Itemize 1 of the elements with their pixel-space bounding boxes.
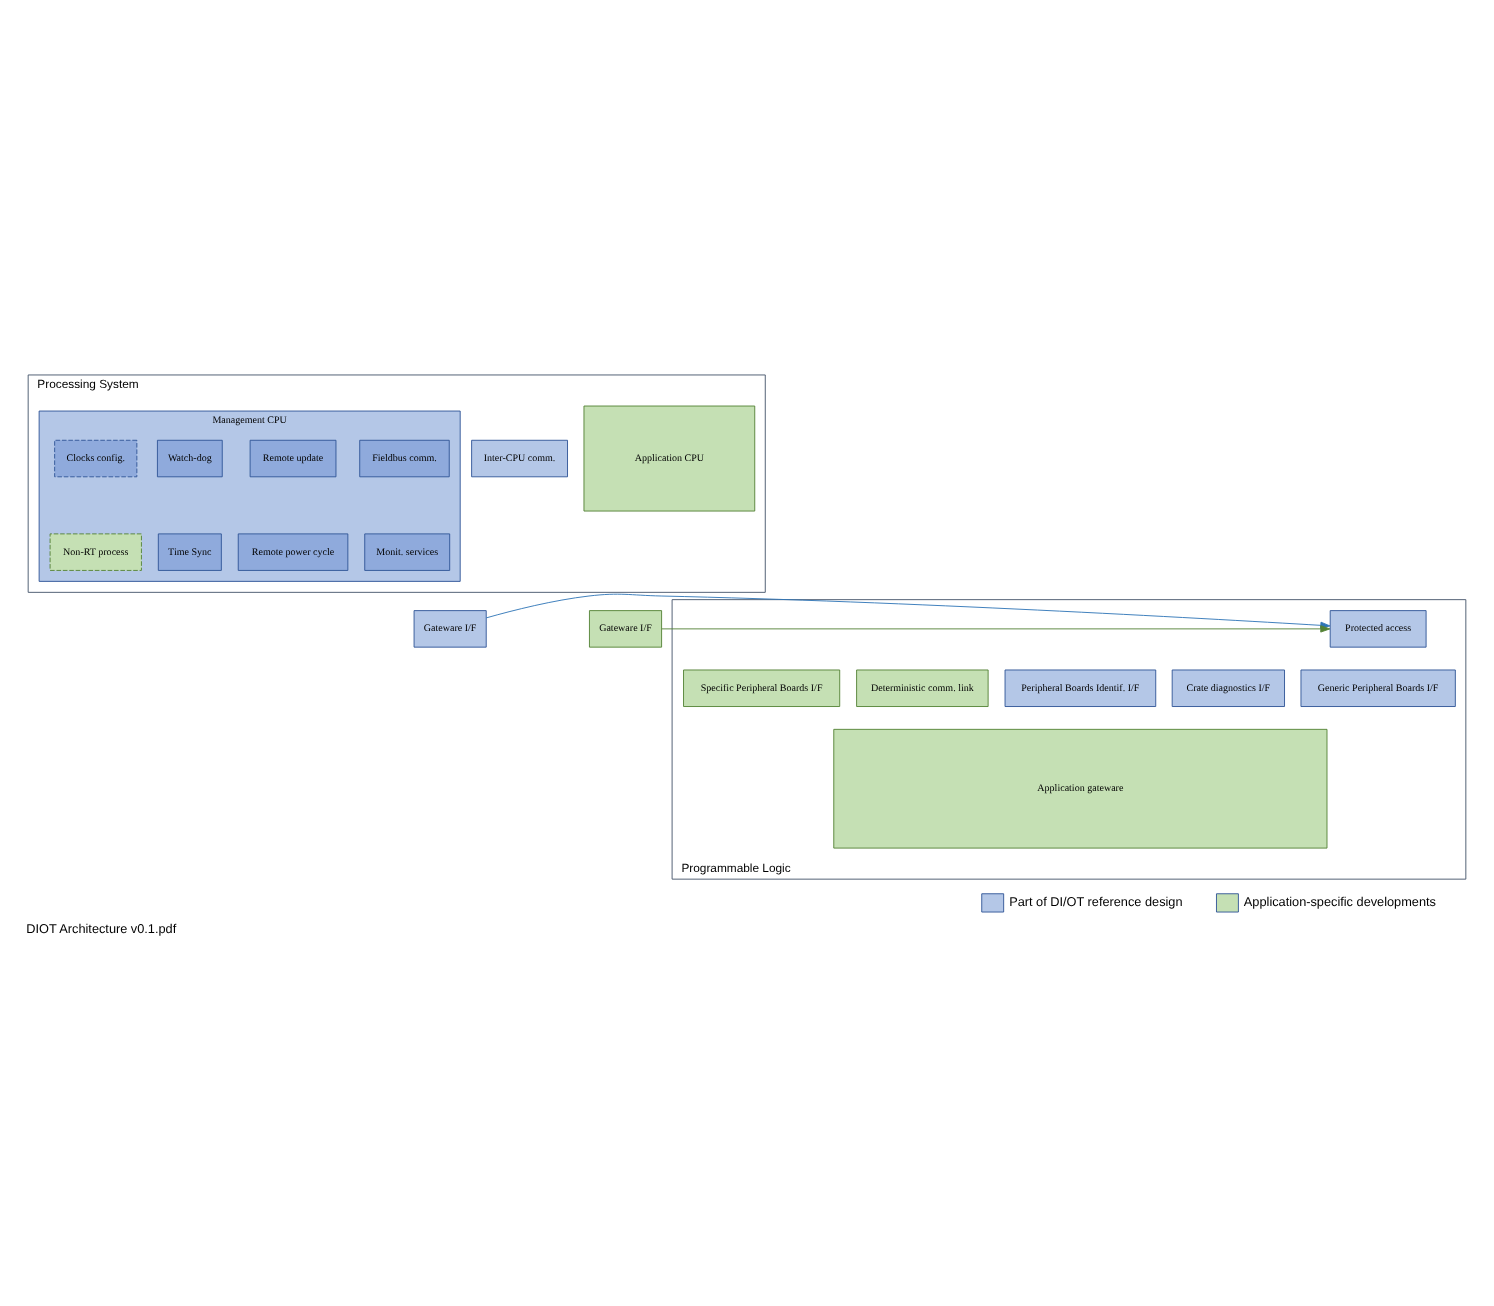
arrow (661, 624, 1331, 632)
